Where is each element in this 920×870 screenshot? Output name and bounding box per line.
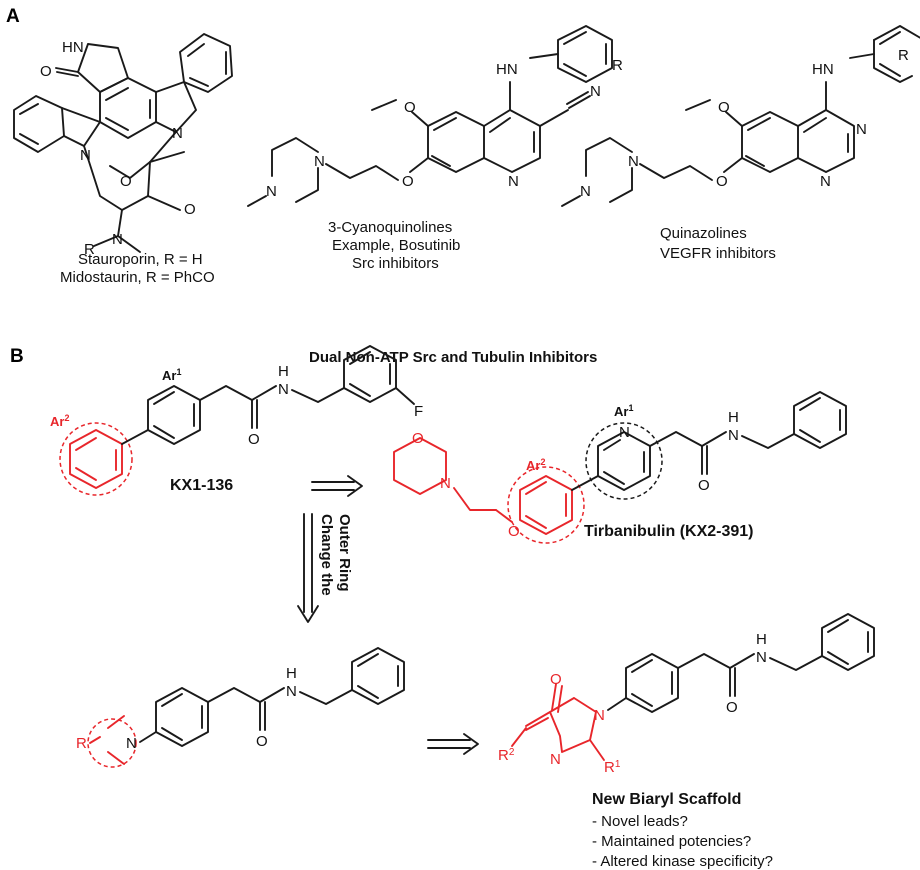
new-r2: R2: [498, 747, 515, 764]
tirb-amide-h: H: [728, 409, 739, 426]
stauro-o: O: [40, 63, 52, 80]
new-imid-n: N: [550, 751, 561, 768]
quin-caption-2: VEGFR inhibitors: [660, 245, 776, 262]
stauro-o-ring: O: [120, 173, 132, 190]
cyano-r: R: [612, 57, 623, 74]
amine-r: R: [76, 735, 87, 752]
new-imid-n1: N: [594, 707, 605, 724]
new-r1: R1: [604, 759, 621, 776]
kx1-f: F: [414, 403, 423, 420]
kx1-amide-n: N: [278, 381, 289, 398]
new-amide-n: N: [756, 649, 767, 666]
change-label-2: Outer Ring: [336, 514, 353, 592]
stauro-nme: N: [112, 231, 123, 248]
arrow-to-tirbanibulin: [311, 475, 363, 497]
new-scaffold-title: New Biaryl Scaffold: [592, 791, 741, 808]
stauro-n1: N: [172, 125, 183, 142]
arrow-to-new-scaffold: [427, 733, 479, 755]
amine-amide-h: H: [286, 665, 297, 682]
cyano-oprop-o: O: [402, 173, 414, 190]
stauro-caption-2: Midostaurin, R = PhCO: [60, 269, 215, 286]
cyano-ring-n: N: [508, 173, 519, 190]
change-label-1: Change the: [318, 514, 335, 596]
tirb-carbonyl-o: O: [698, 477, 710, 494]
panel-b-label: B: [10, 346, 24, 367]
stauro-caption-1: Stauroporin, R = H: [78, 251, 203, 268]
panel-a-label: A: [6, 6, 20, 27]
cyano-pip-n2: N: [266, 183, 277, 200]
quin-caption-1: Quinazolines: [660, 225, 747, 242]
tirb-amide-n: N: [728, 427, 739, 444]
kx1-amide-h: H: [278, 363, 289, 380]
cyano-caption-1: 3-Cyanoquinolines: [328, 219, 452, 236]
stauro-ome: O: [184, 201, 196, 218]
arrow-change-outer-ring: [297, 513, 319, 623]
cyano-caption-2: Example, Bosutinib: [332, 237, 460, 254]
outer-ring-dashed-circle: [87, 718, 137, 768]
tirb-morph-o: O: [412, 430, 424, 447]
new-point-3: - Altered kinase specificity?: [592, 853, 773, 870]
stauro-n2: N: [80, 147, 91, 164]
cyano-caption-3: Src inhibitors: [352, 255, 439, 272]
quin-ring-n1: N: [856, 121, 867, 138]
cyano-pip-n1: N: [314, 153, 325, 170]
tirb-ether-o: O: [508, 523, 520, 540]
ar2-dashed-circle-tirb: [507, 466, 585, 544]
amine-analogue-structure: R N O H N: [76, 647, 405, 768]
tirbanibulin-structure: O N O N O H N: [393, 391, 847, 544]
cyano-hn: HN: [496, 61, 518, 78]
cyanoquinoline-structure: R HN N N O O N N: [247, 25, 623, 207]
quin-pip-n2: N: [580, 183, 591, 200]
kx1-ar2-label: Ar2: [50, 413, 69, 429]
new-point-2: - Maintained potencies?: [592, 833, 751, 850]
quinazoline-structure: R HN N N O O N N: [561, 25, 920, 207]
quin-oprop-o: O: [716, 173, 728, 190]
panel-b-title: Dual Non-ATP Src and Tubulin Inhibitors: [309, 349, 597, 366]
amine-carbonyl-o: O: [256, 733, 268, 750]
quin-ome-o: O: [718, 99, 730, 116]
cyano-nitrile-n: N: [590, 83, 601, 100]
kx1-136-structure: O H N F: [59, 345, 423, 496]
kx1-136-name: KX1-136: [170, 477, 233, 494]
tirb-pyridine-n: N: [619, 424, 630, 441]
amine-amide-n: N: [286, 683, 297, 700]
new-amide-h: H: [756, 631, 767, 648]
ar1-dashed-circle-tirb: [585, 422, 663, 500]
stauro-hn: HN: [62, 39, 84, 56]
amine-n: N: [126, 735, 137, 752]
kx1-carbonyl-o: O: [248, 431, 260, 448]
tirbanibulin-name: Tirbanibulin (KX2-391): [584, 523, 754, 540]
quin-r: R: [898, 47, 909, 64]
ar2-dashed-circle-kx1: [59, 422, 133, 496]
staurosporine-structure: HN O N N O O N R: [13, 33, 233, 258]
tirb-morph-n: N: [440, 475, 451, 492]
quin-pip-n1: N: [628, 153, 639, 170]
new-amide-carbonyl-o: O: [726, 699, 738, 716]
kx1-ar1-label: Ar1: [162, 367, 181, 383]
quin-ring-n2: N: [820, 173, 831, 190]
cyano-ome-o: O: [404, 99, 416, 116]
new-biaryl-scaffold-structure: O N N R2 R1 O H N: [498, 613, 875, 776]
new-point-1: - Novel leads?: [592, 813, 688, 830]
new-carbonyl-o: O: [550, 671, 562, 688]
quin-hn: HN: [812, 61, 834, 78]
stauro-r: R: [84, 241, 95, 258]
tirb-ar1-label: Ar1: [614, 403, 633, 419]
tirb-ar2-label: Ar2: [526, 457, 545, 473]
